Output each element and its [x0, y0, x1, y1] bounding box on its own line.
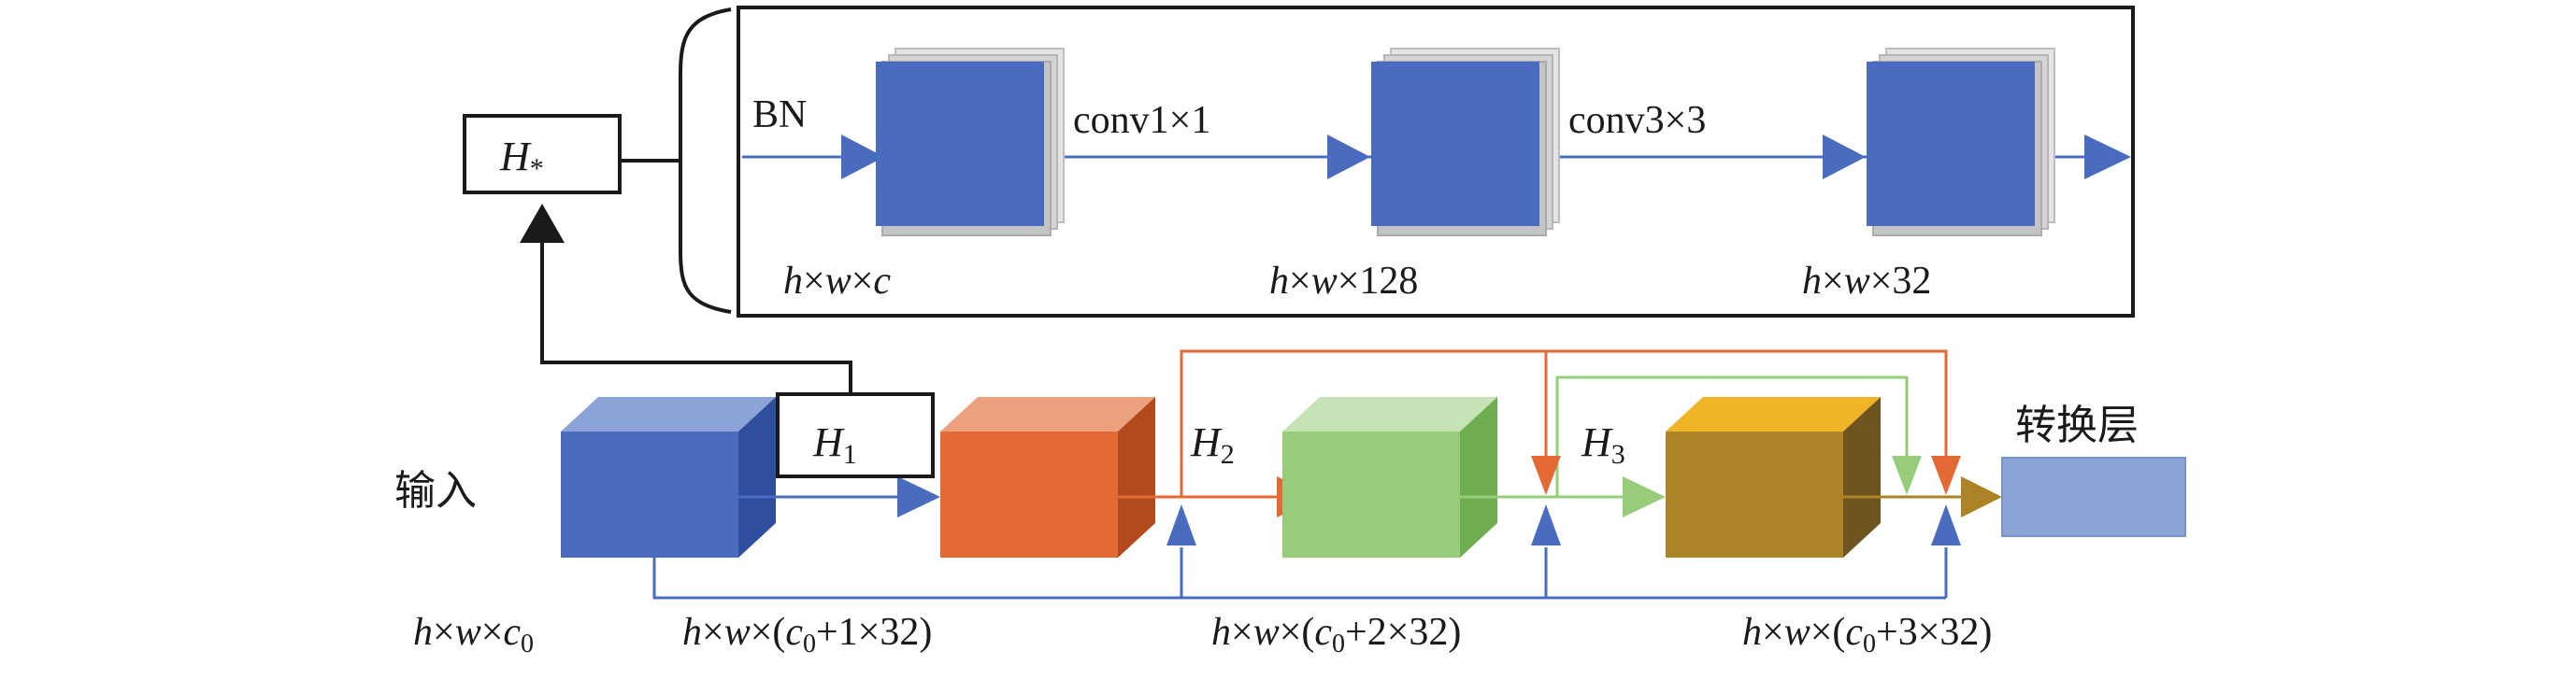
dim-label-128: h×w×128: [1269, 260, 1418, 303]
skip-line-blue: [652, 551, 1946, 600]
conv2-arrowhead: [1823, 135, 1866, 179]
h2-label: H2: [1190, 419, 1235, 470]
h-star-label: H*: [499, 134, 544, 184]
h3-arrowhead: [1623, 476, 1666, 517]
dim-label-c0-1x32: h×w×(c0+1×32): [682, 611, 932, 659]
merge-down-orange-2: [1931, 456, 1961, 495]
green-cube: [1282, 397, 1497, 558]
up-arrowhead: [520, 204, 565, 243]
input-label: 输入: [394, 467, 477, 515]
h1-box: [776, 392, 935, 478]
conv1-arrowhead: [1327, 135, 1370, 179]
skip-line-orange: [1180, 349, 1948, 497]
dim-label-hwc: h×w×c: [783, 260, 891, 303]
top-panel: BN conv1×1 conv3×3 h×w×c h×w×128 h×w×32: [679, 6, 2135, 318]
dim-label-32: h×w×32: [1802, 260, 1931, 303]
top-panel-frame: [737, 6, 2135, 318]
gold-cube: [1666, 397, 1881, 558]
orange-cube: [940, 397, 1155, 558]
merge-up-1: [1166, 504, 1196, 545]
merge-down-orange-1: [1531, 456, 1561, 495]
output-arrowhead: [2084, 135, 2131, 179]
brace: [679, 7, 732, 314]
merge-down-green: [1892, 456, 1922, 495]
bn-arrowhead: [841, 135, 884, 179]
dim-label-c0: h×w×c0: [413, 611, 534, 659]
input-cube: [561, 397, 776, 558]
output-arrowhead-gold: [1961, 476, 2002, 517]
feature-map-3: [1867, 48, 2055, 236]
merge-up-3: [1931, 504, 1961, 545]
input-arrowhead: [897, 476, 940, 517]
h3-label: H3: [1581, 419, 1625, 470]
transition-label: 转换层: [2015, 402, 2139, 449]
h1-label: H1: [812, 419, 857, 470]
h-star-box: [463, 114, 622, 194]
dim-label-c0-2x32: h×w×(c0+2×32): [1211, 611, 1461, 659]
feature-map-1: [876, 48, 1065, 236]
h-star-group: H*: [463, 114, 852, 394]
conv3-label: conv3×3: [1568, 99, 1706, 142]
merge-up-2: [1531, 504, 1561, 545]
dim-label-c0-3x32: h×w×(c0+3×32): [1742, 611, 1992, 659]
conv1-label: conv1×1: [1073, 99, 1210, 142]
bn-label: BN: [752, 93, 807, 136]
bottom-block: H1 H2 H3: [394, 349, 2186, 659]
transition-layer: [2001, 457, 2186, 537]
feature-map-2: [1371, 48, 1560, 236]
